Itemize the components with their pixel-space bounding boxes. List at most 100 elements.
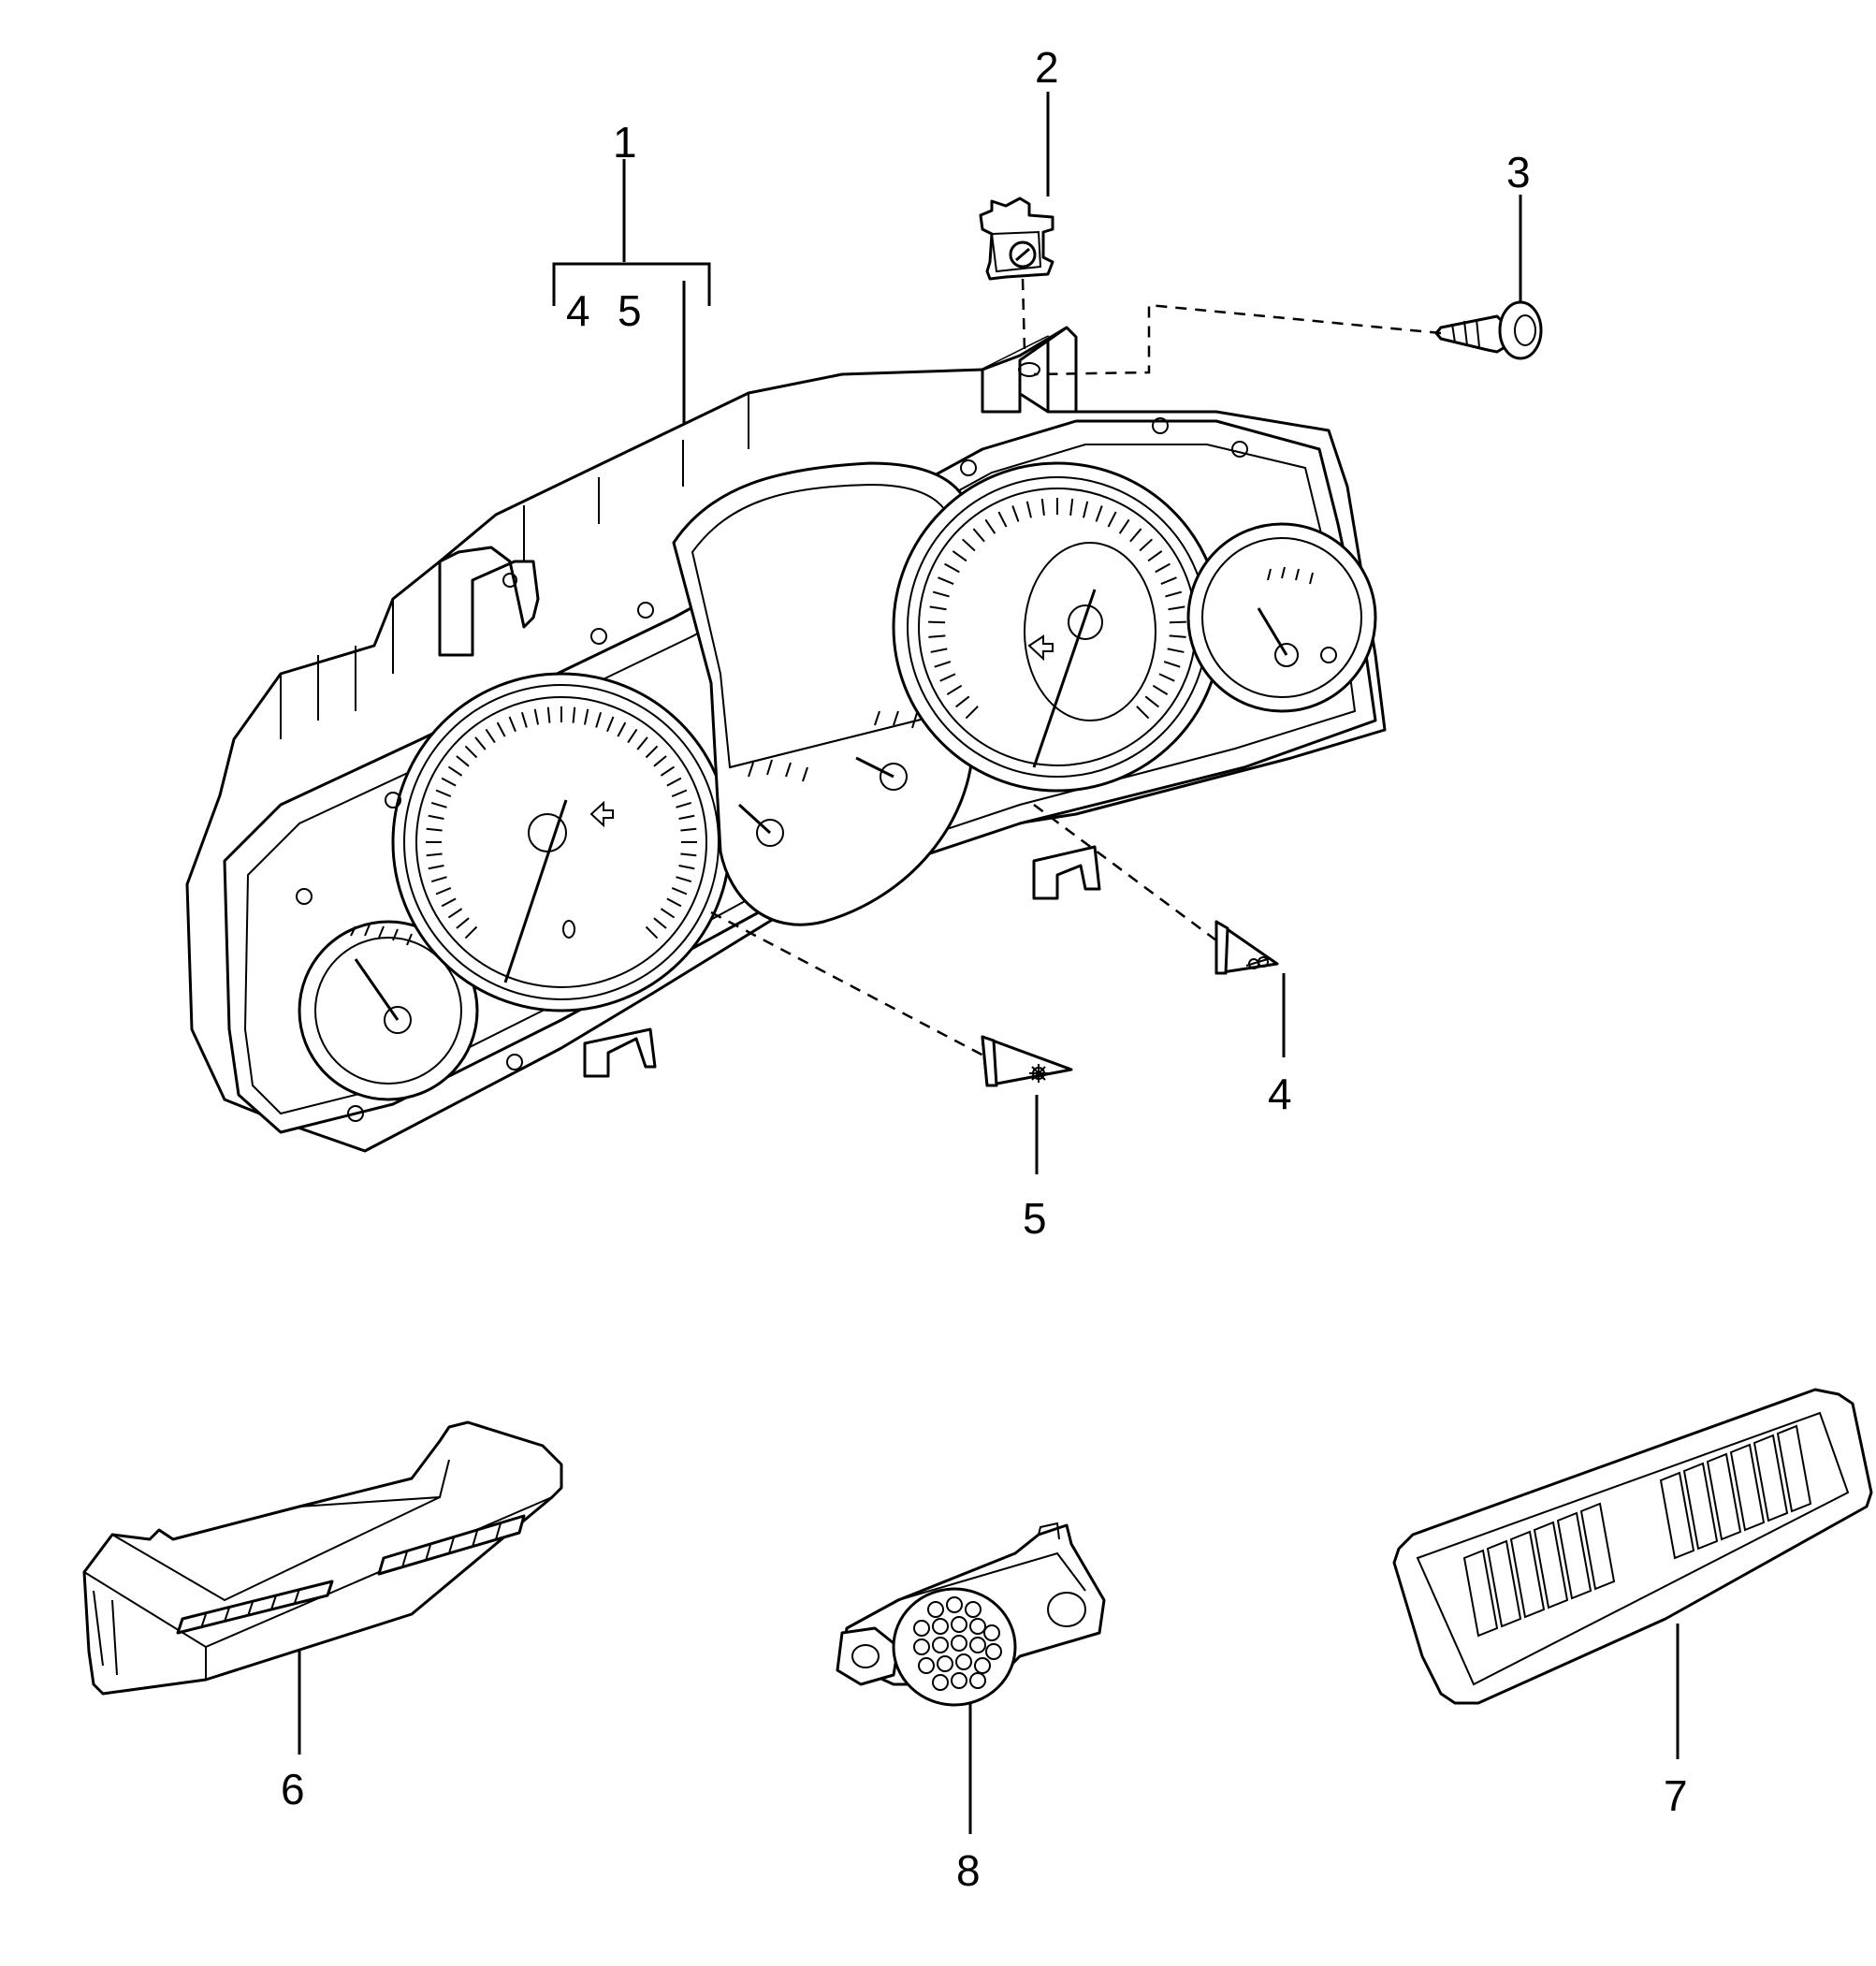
switch-panel bbox=[1392, 1388, 1873, 1705]
gauge-tick bbox=[485, 728, 496, 744]
grille-hole bbox=[932, 1637, 949, 1653]
gauge-tick bbox=[660, 908, 676, 919]
gauge-tick bbox=[435, 887, 452, 896]
panel-slot bbox=[1729, 1443, 1766, 1532]
grille-hole bbox=[951, 1635, 967, 1652]
gauge-tick bbox=[938, 576, 954, 586]
gauge-tick bbox=[595, 711, 603, 728]
callout-2: 2 bbox=[1035, 43, 1059, 92]
grille-hole bbox=[932, 1674, 949, 1691]
callout-6: 6 bbox=[281, 1765, 305, 1813]
gauge-tick bbox=[606, 716, 615, 733]
panel-slot bbox=[1579, 1502, 1616, 1591]
gauge-tick bbox=[939, 673, 956, 682]
gauge-tick bbox=[496, 721, 506, 737]
panel-slot bbox=[1486, 1539, 1522, 1628]
gauge-tick bbox=[1118, 518, 1130, 534]
callout-8: 8 bbox=[956, 1846, 981, 1895]
gauge-tick bbox=[671, 887, 688, 896]
grille-hole bbox=[974, 1657, 991, 1674]
gauge-tick bbox=[583, 708, 589, 725]
gauge-tick bbox=[572, 706, 576, 723]
grille-hole bbox=[955, 1653, 972, 1670]
gauge-tick bbox=[930, 648, 948, 653]
grille-hole bbox=[969, 1637, 986, 1653]
callout-1: 1 bbox=[613, 118, 637, 167]
gauge-tick bbox=[1139, 538, 1154, 552]
panel-slot bbox=[1533, 1521, 1569, 1609]
gauge-tick bbox=[627, 728, 638, 744]
gauge-tick bbox=[972, 528, 985, 543]
gauge-tick bbox=[617, 721, 627, 737]
grille-hole bbox=[913, 1638, 930, 1655]
gauge-tick bbox=[666, 897, 682, 908]
gauge-tick bbox=[456, 755, 470, 767]
gauge-tick bbox=[1136, 706, 1150, 720]
grille-hole bbox=[932, 1618, 949, 1635]
gauge-tick bbox=[676, 876, 692, 883]
grille-hole bbox=[951, 1616, 967, 1633]
gauge-tick bbox=[680, 827, 697, 832]
gauge-tick bbox=[1069, 498, 1074, 516]
panel-slot bbox=[1556, 1511, 1592, 1600]
gauge-tick bbox=[441, 897, 457, 908]
grille-hole bbox=[937, 1655, 953, 1672]
gauge-tick bbox=[928, 620, 946, 624]
gauge-tick bbox=[456, 917, 470, 929]
grille-hole bbox=[983, 1624, 1000, 1641]
gauge-tick bbox=[997, 511, 1008, 528]
gauge-tick bbox=[671, 789, 688, 797]
gauge-tick bbox=[1168, 605, 1185, 611]
gauge-tick bbox=[1147, 550, 1163, 562]
gauge-tick bbox=[636, 736, 648, 750]
gauge-tick bbox=[961, 538, 976, 552]
gauge-tick bbox=[426, 852, 443, 857]
panel-slot bbox=[1706, 1452, 1742, 1541]
gauge-tick bbox=[666, 777, 682, 787]
panel-slot bbox=[1462, 1549, 1499, 1638]
gauge-tick bbox=[965, 706, 979, 720]
gauge-tick bbox=[464, 925, 478, 939]
grille-hole bbox=[913, 1620, 930, 1637]
gauge-tick bbox=[1129, 528, 1142, 543]
gauge-tick bbox=[660, 765, 676, 777]
gauge-tick bbox=[435, 789, 452, 797]
instrument-cluster bbox=[185, 326, 1387, 1153]
gauge-tick bbox=[944, 562, 960, 574]
gauge-tick bbox=[447, 908, 463, 919]
gauge-tick bbox=[533, 708, 540, 725]
gauge-tick bbox=[546, 706, 551, 723]
gauge-tick bbox=[1083, 501, 1089, 518]
buzzer-grille bbox=[913, 1596, 1002, 1691]
gauge-tick bbox=[1040, 498, 1045, 516]
gauge-tick bbox=[932, 590, 950, 598]
gauge-tick bbox=[984, 518, 996, 534]
gauge-tick bbox=[946, 684, 963, 695]
gauge-tick bbox=[1167, 648, 1185, 653]
gauge-tick bbox=[1144, 695, 1159, 708]
gauge-tick bbox=[678, 864, 695, 870]
grille-hole bbox=[946, 1596, 963, 1613]
gauge-tick bbox=[676, 801, 692, 808]
warning-lamp-lens-4 bbox=[1214, 920, 1279, 975]
gauge-tick bbox=[1095, 505, 1103, 522]
callout-4: 4 bbox=[1268, 1070, 1292, 1118]
gauge-tick bbox=[1155, 562, 1171, 574]
gauge-tick bbox=[1165, 590, 1183, 598]
gauge-tick bbox=[447, 765, 463, 777]
gauge-tick bbox=[929, 605, 947, 611]
warning-lamp-lens-5 bbox=[981, 1035, 1073, 1087]
gauge-tick bbox=[508, 716, 516, 733]
gauge-tick bbox=[474, 736, 487, 750]
screw bbox=[1434, 300, 1543, 360]
callout-1-sub-4: 4 bbox=[566, 286, 590, 335]
gauge-tick bbox=[1025, 501, 1032, 518]
gauge-tick bbox=[645, 745, 659, 759]
callout-1-sub-5: 5 bbox=[618, 286, 642, 335]
gauge-tick bbox=[1169, 634, 1186, 638]
gauge-tick bbox=[934, 661, 952, 668]
panel-slot bbox=[1659, 1471, 1695, 1560]
callout-7: 7 bbox=[1664, 1771, 1688, 1820]
grille-hole bbox=[965, 1601, 982, 1618]
grille-hole bbox=[927, 1601, 944, 1618]
